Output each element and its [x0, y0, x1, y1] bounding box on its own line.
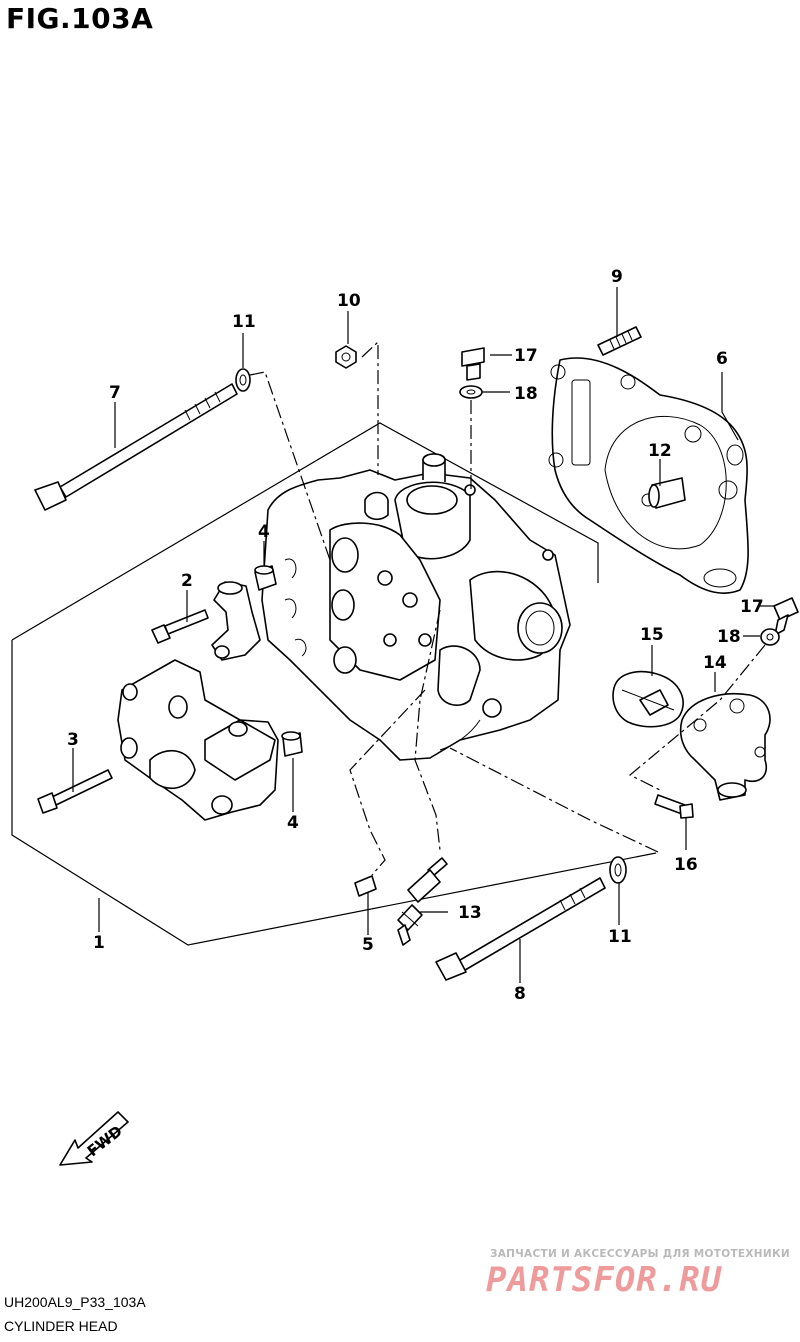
- washer-part-18-upper[interactable]: [459, 385, 483, 399]
- callout-labels: 1 2 3 4 4 5 6 7 8 9 10 11 11 12 13 14 15…: [67, 267, 764, 1004]
- callout-11-upper: 11: [232, 312, 256, 332]
- callout-17-upper: 17: [514, 346, 538, 366]
- callout-16: 16: [674, 855, 698, 875]
- forward-direction-arrow: FWD: [59, 1111, 129, 1166]
- callout-4-lower: 4: [287, 813, 299, 833]
- callout-13: 13: [458, 903, 482, 923]
- bolt-part-3[interactable]: [37, 769, 113, 814]
- callout-10: 10: [337, 291, 361, 311]
- callout-11-lower: 11: [608, 927, 632, 947]
- leader-lines: [72, 287, 774, 983]
- bolt-part-16[interactable]: [654, 794, 694, 819]
- callout-7: 7: [109, 383, 121, 403]
- callout-5: 5: [362, 935, 374, 955]
- spark-plug-part-13[interactable]: [397, 857, 448, 946]
- figure-name: CYLINDER HEAD: [4, 1318, 118, 1334]
- callout-9: 9: [611, 267, 623, 287]
- stud-bolt-part-9[interactable]: [597, 326, 642, 356]
- dowel-pin-part-4-lower[interactable]: [281, 731, 303, 757]
- assembly-dash-lines: [249, 340, 766, 876]
- callout-1: 1: [93, 933, 105, 953]
- bolt-part-17-lower[interactable]: [773, 597, 799, 636]
- cam-cap-part-1[interactable]: [117, 659, 279, 821]
- nut-part-10[interactable]: [335, 345, 357, 369]
- dowel-pin-part-4-upper[interactable]: [254, 565, 277, 591]
- callout-6: 6: [716, 349, 728, 369]
- bolt-part-2[interactable]: [151, 609, 209, 644]
- figure-title: FIG.103A: [6, 2, 154, 35]
- callout-17-lower: 17: [740, 597, 764, 617]
- bolt-part-17-upper[interactable]: [461, 347, 485, 381]
- callout-3: 3: [67, 730, 79, 750]
- thermostat-cover-part-14[interactable]: [679, 692, 771, 801]
- watermark-site: PARTSFOR.RU: [486, 1260, 723, 1300]
- cylinder-head-block[interactable]: [261, 453, 571, 761]
- callout-14: 14: [703, 653, 727, 673]
- callout-4-upper: 4: [258, 522, 270, 542]
- gasket-part-6[interactable]: [548, 357, 749, 594]
- washer-part-18-lower[interactable]: [760, 628, 780, 646]
- thermostat-part-15[interactable]: [612, 671, 684, 728]
- callout-18-lower: 18: [717, 627, 741, 647]
- callout-12: 12: [648, 441, 672, 461]
- long-bolt-part-8[interactable]: [435, 877, 606, 981]
- washer-part-11-lower[interactable]: [609, 856, 627, 884]
- long-bolt-part-7[interactable]: [34, 383, 238, 511]
- callout-15: 15: [640, 625, 664, 645]
- callout-8: 8: [514, 984, 526, 1004]
- cam-holder-piece[interactable]: [211, 581, 261, 661]
- figure-code: UH200AL9_P33_103A: [4, 1294, 146, 1310]
- callout-2: 2: [181, 571, 193, 591]
- dowel-pin-part-5[interactable]: [354, 875, 377, 897]
- washer-part-11-upper[interactable]: [235, 368, 251, 392]
- callout-18-upper: 18: [514, 384, 538, 404]
- watermark-tagline: ЗАПЧАСТИ И АКСЕССУАРЫ ДЛЯ МОТОТЕХНИКИ: [490, 1248, 790, 1260]
